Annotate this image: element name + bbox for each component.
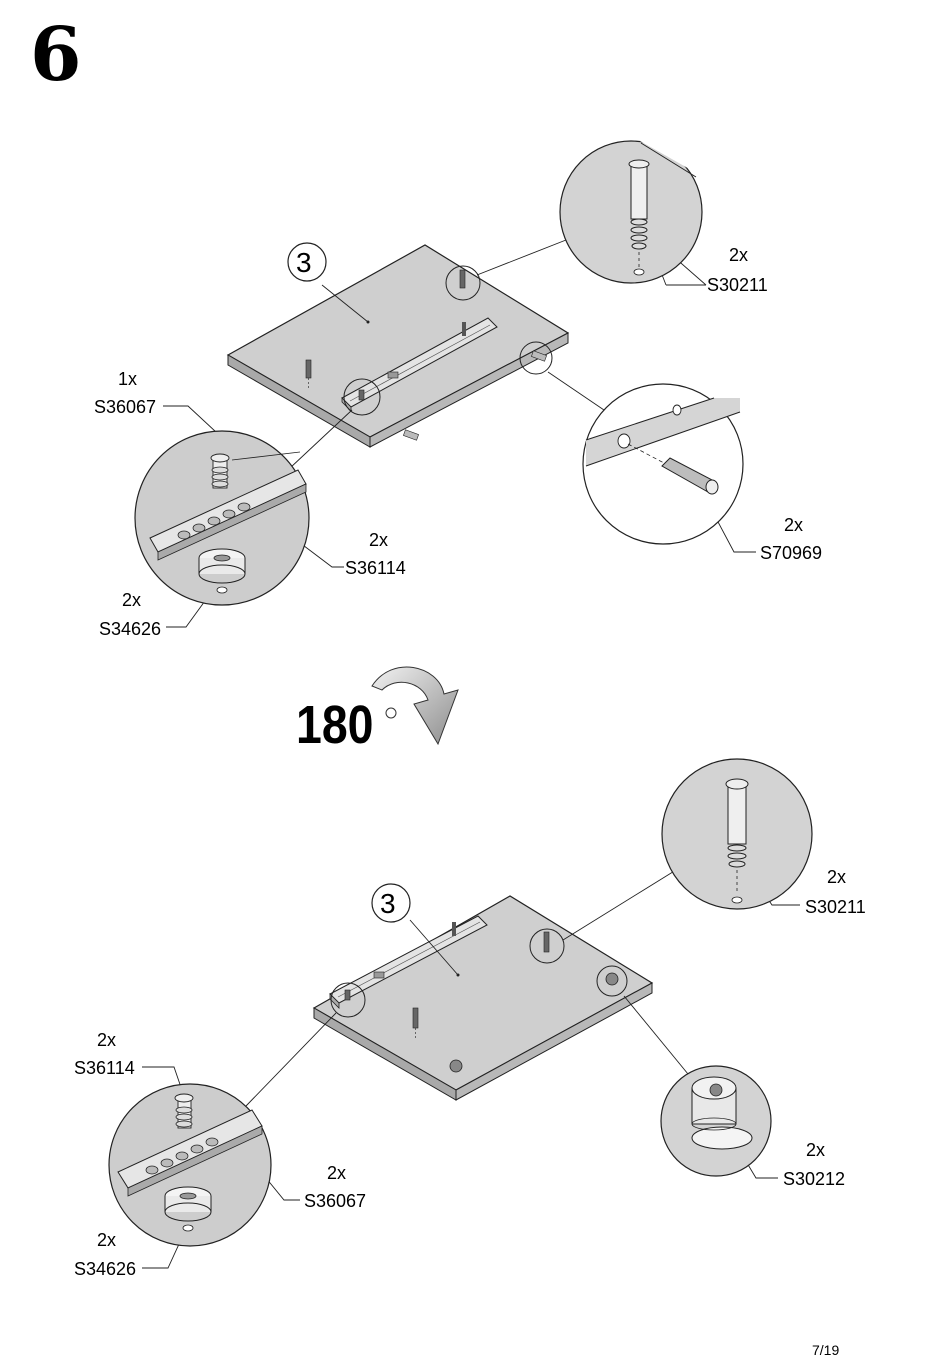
bottom-drawer-rail [329,915,488,1009]
top-callout-qty-s70969: 2x [784,515,804,535]
top-callout-qty-s34626: 2x [122,590,142,610]
top-callout-part-s36114: S36114 [345,558,406,578]
top-drawer-rail [341,317,498,412]
top-callout-part-s30211: S30211 [707,275,768,295]
top-detail-cam-bolt [559,140,703,284]
bottom-callout-part-s34626: S34626 [74,1259,137,1279]
top-callout-qty-s36114: 2x [369,530,389,550]
bottom-cam-bolts [330,928,565,1040]
top-detail-rail [134,430,310,606]
bottom-callout-qty-s36067: 2x [327,1163,347,1183]
bottom-cam-locks [449,965,628,1073]
top-callout-qty-s36067: 1x [118,369,138,389]
top-panel [226,244,570,448]
bottom-callout-qty-s34626: 2x [97,1230,117,1250]
bottom-panel-number: 3 [380,888,396,919]
bottom-detail-cam-bolt [661,758,813,910]
top-panel-number: 3 [296,247,312,278]
bottom-callout-qty-s30212: 2x [806,1140,826,1160]
bottom-callout-part-s30211: S30211 [805,897,866,917]
bottom-panel [312,895,654,1101]
bottom-callout-part-s36114: S36114 [74,1058,135,1078]
top-cam-bolts [305,265,481,416]
bottom-detail-rail [108,1083,272,1247]
top-callout-qty-s30211: 2x [729,245,749,265]
bottom-callout-part-s30212: S30212 [783,1169,846,1189]
top-callout-part-s70969: S70969 [760,543,823,563]
top-callout-part-s34626: S34626 [99,619,162,639]
top-detail-dowel [582,383,744,545]
top-callout-part-s36067: S36067 [94,397,157,417]
rotation-label: 180 [296,695,374,755]
bottom-callout-part-s36067: S36067 [304,1191,367,1211]
top-panel-number-circle [287,242,327,282]
step-number: 6 [30,12,82,98]
bottom-panel-number-circle [371,883,411,923]
top-dowels [403,341,553,441]
bottom-callout-qty-s36114: 2x [97,1030,117,1050]
bottom-detail-cam-lock [660,1065,772,1177]
rotation-arrow-icon [371,666,459,746]
page-number: 7/19 [812,1342,840,1358]
bottom-callout-qty-s30211: 2x [827,867,847,887]
